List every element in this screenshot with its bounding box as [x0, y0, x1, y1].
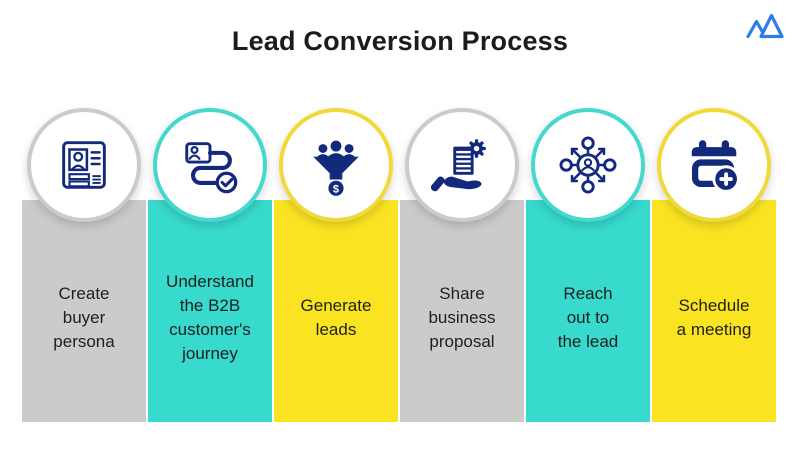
process-step-5: Reach out to the lead — [526, 108, 650, 422]
step-circle — [405, 108, 519, 222]
process-step-4: Share business proposal — [400, 108, 524, 422]
step-circle: $ — [279, 108, 393, 222]
business-proposal-icon — [431, 134, 493, 196]
step-label: Share business proposal — [428, 283, 496, 352]
process-step-3: $ Generate leads — [274, 108, 398, 422]
process-step-6: Schedule a meeting — [652, 108, 776, 422]
lead-funnel-icon: $ — [305, 134, 367, 196]
mountain-logo-icon — [745, 9, 785, 41]
step-label: Understand the B2B customer's journey — [166, 271, 254, 364]
step-column: Generate leads — [274, 200, 398, 422]
process-step-2: Understand the B2B customer's journey — [148, 108, 272, 422]
step-circle — [153, 108, 267, 222]
page-title: Lead Conversion Process — [231, 26, 569, 56]
process-step-1: Create buyer persona — [22, 108, 146, 422]
customer-journey-icon — [179, 134, 241, 196]
outreach-network-icon — [557, 134, 619, 196]
step-column: Understand the B2B customer's journey — [148, 200, 272, 422]
schedule-meeting-icon — [683, 134, 745, 196]
step-label: Schedule a meeting — [676, 295, 752, 339]
buyer-persona-id-card-icon — [53, 134, 115, 196]
step-label: Reach out to the lead — [557, 283, 619, 352]
step-column: Create buyer persona — [22, 200, 146, 422]
step-circle — [27, 108, 141, 222]
step-column: Share business proposal — [400, 200, 524, 422]
process-steps: Create buyer persona Understan — [22, 108, 776, 422]
step-column: Schedule a meeting — [652, 200, 776, 422]
step-label: Create buyer persona — [53, 283, 115, 352]
step-label: Generate leads — [300, 295, 372, 339]
step-circle — [657, 108, 771, 222]
step-column: Reach out to the lead — [526, 200, 650, 422]
step-circle — [531, 108, 645, 222]
svg-text:$: $ — [333, 184, 340, 196]
